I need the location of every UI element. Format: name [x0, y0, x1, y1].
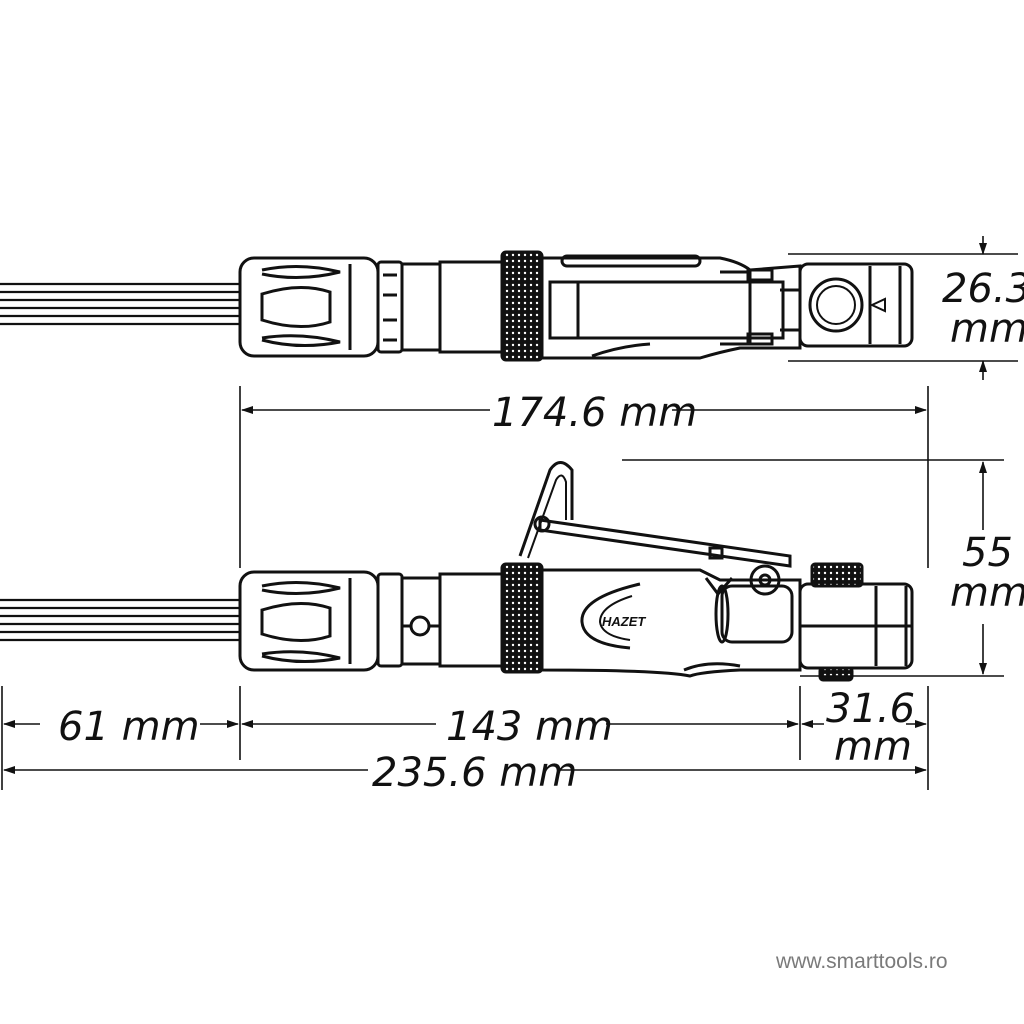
top-view-needles — [0, 282, 240, 326]
side-height-unit: mm — [950, 570, 1024, 616]
side-height-value: 55 — [962, 530, 1013, 576]
overall-body-label: 174.6 mm — [492, 390, 697, 436]
side-view-knurled-band — [500, 562, 544, 674]
brand-logo-swoosh — [580, 582, 641, 650]
top-height-value: 26.3 — [942, 266, 1024, 312]
speed-regulator-knob — [810, 562, 864, 588]
total-length-label: 235.6 mm — [372, 750, 577, 796]
throttle-lever — [538, 518, 792, 568]
overall-body-dimension — [239, 386, 929, 568]
rear-length-unit: mm — [834, 724, 912, 770]
top-view-selector-dial — [808, 277, 864, 333]
rear-length-value: 31.6 — [826, 686, 915, 732]
top-view-rear-fitting — [798, 262, 914, 348]
needles-length-label: 61 mm — [58, 704, 200, 750]
bottom-dimension-lines — [1, 686, 929, 790]
side-view-needles — [0, 598, 240, 642]
body-length-label: 143 mm — [446, 704, 613, 750]
top-height-unit: mm — [950, 306, 1024, 352]
side-view-tool — [0, 461, 914, 682]
watermark: www.smarttools.ro — [776, 950, 948, 973]
top-height-dimension — [788, 236, 1018, 380]
top-view-tool — [0, 250, 914, 362]
brand-logo-text: HAZET — [602, 614, 646, 629]
top-view-knurled-band — [500, 250, 544, 362]
